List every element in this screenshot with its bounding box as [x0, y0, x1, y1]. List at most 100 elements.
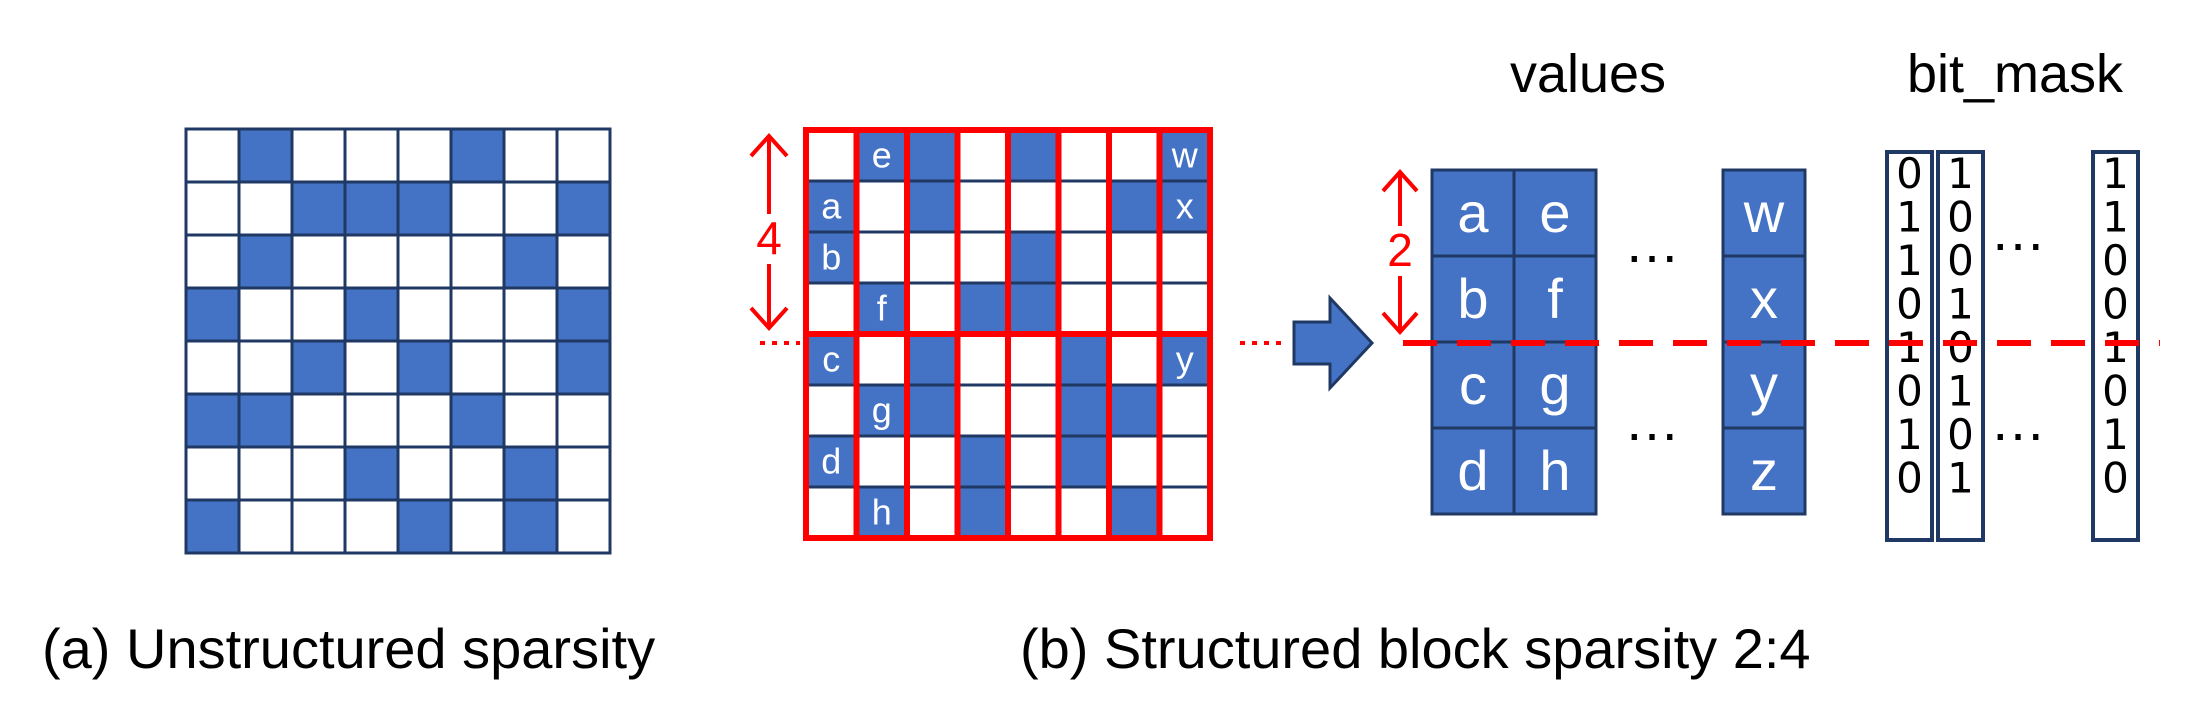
- grid-b-cell-3-4: [1006, 281, 1060, 336]
- grid-a-cell-6-5: [449, 445, 506, 502]
- bit-0-5: 0: [1896, 367, 1923, 416]
- value-cell-a: [1430, 168, 1516, 258]
- value-letter-g: g: [1539, 353, 1570, 416]
- grid-a-cell-6-2: [290, 445, 347, 502]
- grid-a-cell-2-2: [290, 233, 347, 290]
- grid-b-cell-0-4: [1006, 128, 1060, 183]
- bit-2-1: 1: [2102, 193, 2129, 242]
- grid-b-cell-2-3: [956, 230, 1010, 285]
- grid-a-cell-3-7: [555, 286, 612, 343]
- grid-b-cell-0-2: [905, 128, 959, 183]
- grid-a-cell-6-0: [184, 445, 241, 502]
- grid-a-cell-1-5: [449, 180, 506, 237]
- grid-a-cell-4-3: [343, 339, 400, 396]
- values-ellipsis-top: …: [1624, 211, 1680, 274]
- grid-a-cell-4-7: [555, 339, 612, 396]
- grid-a-cell-5-6: [502, 392, 559, 449]
- bit-2-7: 0: [2102, 454, 2129, 503]
- grid-b-cell-4-2: [905, 332, 959, 387]
- grid-b-cell-3-3: [956, 281, 1010, 336]
- value-cell-z: [1721, 426, 1807, 516]
- grid-b-cell-6-2: [905, 434, 959, 489]
- grid-a-cell-4-6: [502, 339, 559, 396]
- grid-b-cell-6-6: [1107, 434, 1161, 489]
- grid-b-cell-3-7: [1158, 281, 1212, 336]
- grid-b-cell-3-5: [1057, 281, 1111, 336]
- grid-b-letter-d: d: [821, 441, 841, 482]
- grid-a-cell-7-7: [555, 498, 612, 555]
- grid-a-cell-1-0: [184, 180, 241, 237]
- grid-a-cell-1-4: [396, 180, 453, 237]
- bit-2-2: 0: [2102, 236, 2129, 285]
- grid-a-cell-5-4: [396, 392, 453, 449]
- grid-b-cell-6-4: [1006, 434, 1060, 489]
- grid-a-cell-6-7: [555, 445, 612, 502]
- grid-a-cell-5-0: [184, 392, 241, 449]
- caption-b: (b) Structured block sparsity 2:4: [1020, 617, 1811, 680]
- grid-b-cell-2-4: [1006, 230, 1060, 285]
- grid-b-letter-e: e: [872, 135, 892, 176]
- grid-a-cell-5-2: [290, 392, 347, 449]
- grid-a-cell-0-7: [555, 127, 612, 184]
- grid-a-cell-2-1: [237, 233, 294, 290]
- value-letter-f: f: [1547, 267, 1563, 330]
- bit-1-4: 0: [1947, 323, 1974, 372]
- bit-0-1: 1: [1896, 193, 1923, 242]
- grid-b-cell-2-6: [1107, 230, 1161, 285]
- grid-a-cell-3-5: [449, 286, 506, 343]
- grid-b-cell-4-3: [956, 332, 1010, 387]
- grid-b-cell-5-5: [1057, 383, 1111, 438]
- grid-a-cell-0-2: [290, 127, 347, 184]
- grid-a-cell-6-3: [343, 445, 400, 502]
- grid-b-cell-5-3: [956, 383, 1010, 438]
- grid-a-cell-7-4: [396, 498, 453, 555]
- grid-a-cell-4-2: [290, 339, 347, 396]
- grid-a-cell-2-6: [502, 233, 559, 290]
- bit-2-6: 1: [2102, 410, 2129, 459]
- grid-b-cell-4-6: [1107, 332, 1161, 387]
- bit-0-0: 0: [1896, 149, 1923, 198]
- grid-a-cell-1-6: [502, 180, 559, 237]
- grid-a-cell-7-3: [343, 498, 400, 555]
- bit-1-0: 1: [1947, 149, 1974, 198]
- block-height-indicator: 4: [748, 133, 790, 331]
- bit-1-5: 1: [1947, 367, 1974, 416]
- grid-a-cell-2-0: [184, 233, 241, 290]
- grid-b-letter-h: h: [872, 492, 892, 533]
- value-cell-g: [1512, 340, 1598, 430]
- grid-b-cell-1-6: [1107, 179, 1161, 234]
- unstructured-sparsity-grid: [184, 127, 612, 555]
- bit-0-6: 1: [1896, 410, 1923, 459]
- grid-b-letter-z: z: [1176, 441, 1194, 482]
- grid-a-cell-7-6: [502, 498, 559, 555]
- grid-a-cell-0-5: [449, 127, 506, 184]
- values-height-indicator: 2: [1381, 169, 1419, 335]
- value-letter-e: e: [1539, 181, 1570, 244]
- grid-b-cell-0-3: [956, 128, 1010, 183]
- grid-b-cell-4-4: [1006, 332, 1060, 387]
- bit-1-2: 0: [1947, 236, 1974, 285]
- value-letter-d: d: [1457, 439, 1488, 502]
- grid-b-cell-7-3: [956, 485, 1010, 540]
- grid-b-cell-1-4: [1006, 179, 1060, 234]
- grid-b-cell-5-6: [1107, 383, 1161, 438]
- grid-b-cell-7-6: [1107, 485, 1161, 540]
- value-letter-x: x: [1750, 267, 1778, 330]
- grid-b-cell-4-5: [1057, 332, 1111, 387]
- grid-b-cell-1-1: [855, 179, 909, 234]
- grid-b-cell-3-0: [804, 281, 858, 336]
- grid-b-cell-2-5: [1057, 230, 1111, 285]
- grid-a-cell-7-2: [290, 498, 347, 555]
- grid-b-letter-b: b: [821, 237, 841, 278]
- grid-a-cell-2-5: [449, 233, 506, 290]
- values-height-label: 2: [1387, 224, 1413, 276]
- grid-b-cell-6-1: [855, 434, 909, 489]
- bit-mask-ellipsis-top: …: [1990, 199, 2046, 262]
- grid-b-letter-x: x: [1176, 186, 1194, 227]
- grid-b-cell-2-1: [855, 230, 909, 285]
- value-letter-h: h: [1539, 439, 1570, 502]
- grid-b-cell-3-6: [1107, 281, 1161, 336]
- value-letter-w: w: [1743, 181, 1785, 244]
